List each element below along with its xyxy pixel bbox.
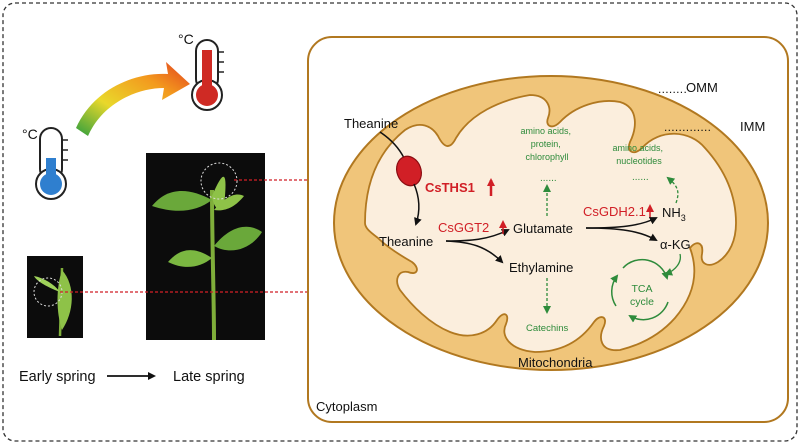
gdh-arrow-akg [585,227,658,241]
thermometer-low-icon [35,127,68,200]
glu-products-dots: ...... [540,173,557,184]
theanine-inside-label: Theanine [379,234,433,249]
imm-leader: ............. [664,120,711,134]
nh3-subscript: 3 [681,213,686,223]
glu-product-2: protein, [531,139,561,149]
ethylamine-label: Ethylamine [509,260,573,275]
cytoplasm-label: Cytoplasm [316,399,377,414]
late-spring-label: Late spring [173,369,245,385]
catechins-label: Catechins [526,323,568,334]
thermo-high-unit: °C [178,31,194,47]
early-spring-label: Early spring [19,369,96,385]
omm-label: OMM [686,80,718,95]
nh3-label: NH3 [662,205,686,223]
nh3-product-1: amino acids, [612,143,663,153]
ggt-arrow-ethylamine [445,240,504,264]
glu-product-1: amino acids, [520,126,571,136]
left-panel: °C °C [19,31,265,385]
nh3-main: NH [662,205,681,220]
thermometer-high-icon [191,39,224,111]
tca-label-line2: cycle [630,296,654,308]
nh3-to-products-arrow [666,176,679,204]
tca-label-line1: TCA [632,283,653,295]
cell-panel: ........ OMM ............. IMM Mitochond… [307,36,789,423]
mitochondrion-inner-membrane [364,94,737,353]
nh3-product-2: nucleotides [616,156,662,166]
early-spring-shoot-image [27,256,83,338]
omm-leader: ........ [658,82,687,96]
akg-label: α-KG [660,237,691,252]
csths1-label: CsTHS1 [425,180,475,195]
import-arrow-top [379,131,405,159]
import-arrow-bottom [413,183,422,226]
glutamate-label: Glutamate [513,221,573,236]
warming-arrow [76,62,190,136]
tca-cycle-icon [610,258,670,323]
nh3-products-text: amino acids, nucleotides [612,143,665,166]
mitochondria-label: Mitochondria [518,355,593,370]
glu-product-3: chlorophyll [525,152,568,162]
csgdh21-label: CsGDH2.1 [583,204,646,219]
nh3-products-dots: ...... [632,172,649,183]
imm-label: IMM [740,119,765,134]
late-spring-shoot-image [146,153,265,341]
glu-products-text: amino acids, protein, chlorophyll [520,126,573,162]
theanine-outside-label: Theanine [344,116,398,131]
thermo-low-unit: °C [22,126,38,142]
csggt2-label: CsGGT2 [438,220,489,235]
